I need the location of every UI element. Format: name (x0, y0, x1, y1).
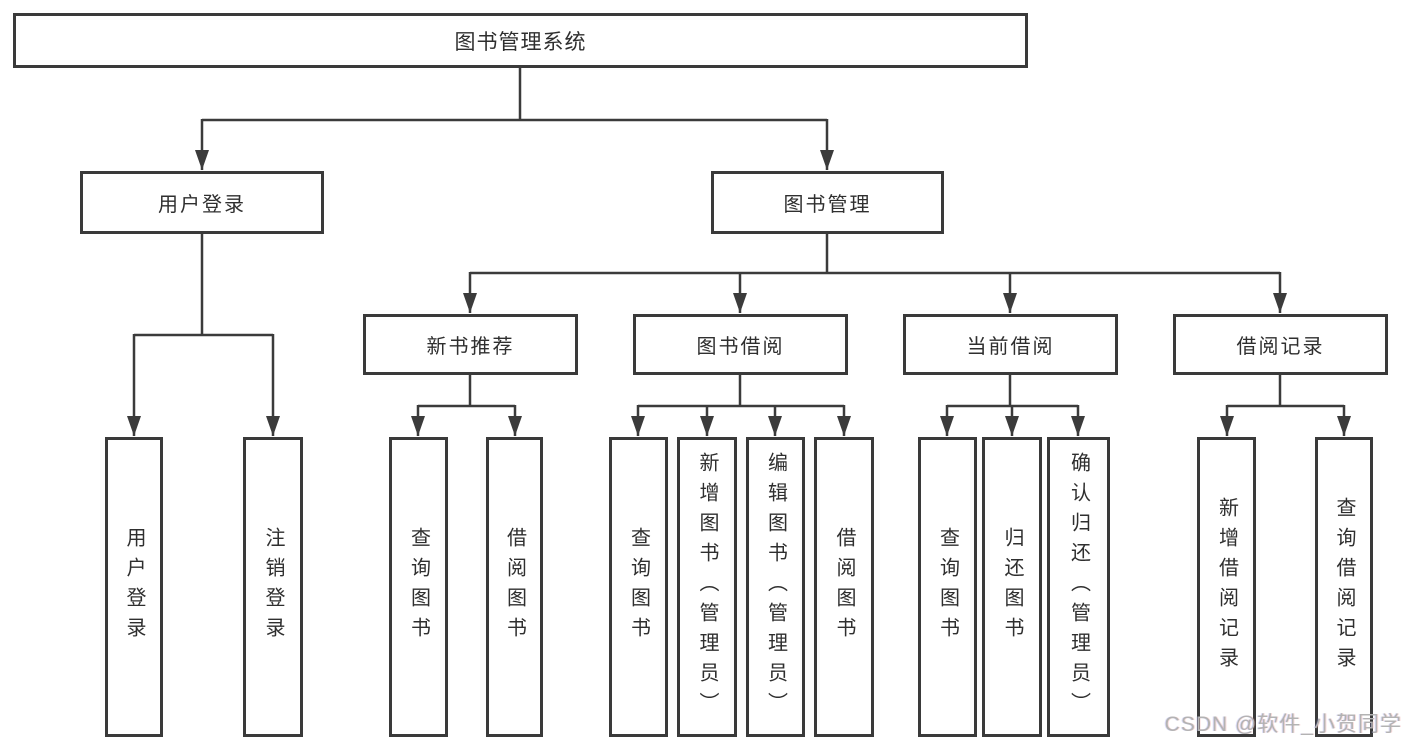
leaf-borrow-books-recommend: 借阅图书 (486, 437, 543, 737)
node-book-management: 图书管理 (711, 171, 944, 234)
leaf-query-books-current: 查询图书 (918, 437, 977, 737)
node-new-book-recommendation: 新书推荐 (363, 314, 578, 375)
node-user-login: 用户登录 (80, 171, 324, 234)
leaf-query-books-recommend: 查询图书 (389, 437, 448, 737)
leaf-logout: 注销登录 (243, 437, 303, 737)
leaf-add-books-admin: 新增图书（管理员） (677, 437, 737, 737)
node-root: 图书管理系统 (13, 13, 1028, 68)
leaf-add-borrow-record: 新增借阅记录 (1197, 437, 1256, 737)
leaf-user-login: 用户登录 (105, 437, 163, 737)
leaf-confirm-return-admin: 确认归还（管理员） (1047, 437, 1110, 737)
leaf-return-books: 归还图书 (982, 437, 1042, 737)
leaf-edit-books-admin: 编辑图书（管理员） (746, 437, 805, 737)
watermark: CSDN @软件_小贺同学 (1164, 713, 1402, 736)
leaf-borrow-books: 借阅图书 (814, 437, 874, 737)
node-borrowing-records: 借阅记录 (1173, 314, 1388, 375)
leaf-query-books-borrow: 查询图书 (609, 437, 668, 737)
leaf-query-borrow-record: 查询借阅记录 (1315, 437, 1373, 737)
node-current-borrowing: 当前借阅 (903, 314, 1118, 375)
node-book-borrowing: 图书借阅 (633, 314, 848, 375)
